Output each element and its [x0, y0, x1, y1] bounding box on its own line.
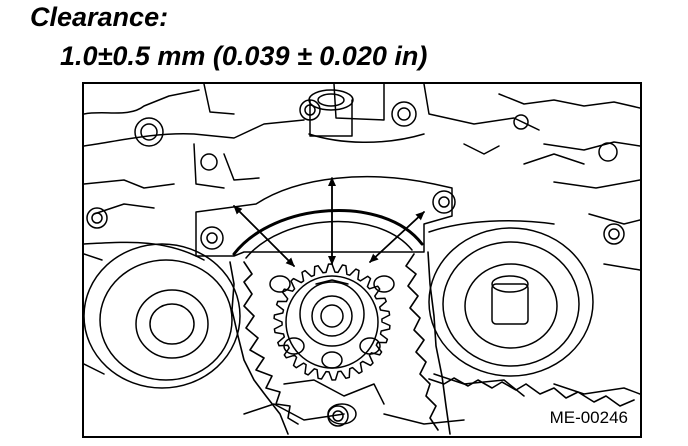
diagram-drawing	[84, 84, 640, 435]
pump-stem	[308, 89, 354, 137]
figure-code: ME-00246	[547, 408, 630, 428]
timing-belt	[229, 251, 635, 435]
lower-bolt	[327, 403, 357, 425]
right-tensioner-pulley	[428, 219, 594, 377]
cover-plate	[195, 175, 456, 257]
clearance-value: 1.0±0.5 mm (0.039 ± 0.020 in)	[60, 41, 428, 71]
crank-sprocket	[269, 263, 395, 381]
clearance-arrows	[233, 177, 425, 267]
timing-belt-diagram: ME-00246	[82, 82, 642, 438]
casting-bolts	[86, 99, 625, 427]
clearance-label: Clearance:	[30, 2, 169, 32]
engine-casting	[84, 84, 640, 425]
left-idler-pulley	[84, 241, 241, 389]
